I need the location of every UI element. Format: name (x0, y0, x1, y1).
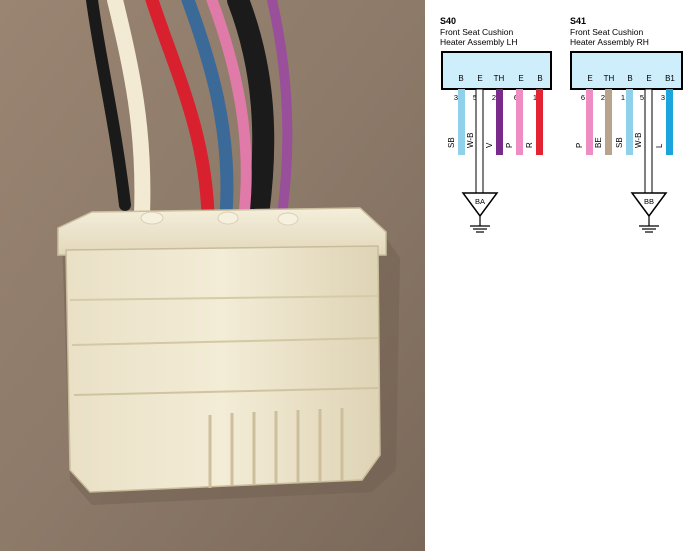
ground-ba: BA (461, 192, 499, 233)
wire-pink (206, 0, 252, 221)
pin-number: 5 (640, 93, 644, 102)
wire-color-label: P (505, 143, 514, 148)
wire-black-left (86, 0, 131, 211)
wire-red (145, 0, 215, 222)
terminal-label: B (627, 74, 632, 83)
wire-color-label: SB (447, 137, 456, 148)
pin-number: 2 (601, 93, 605, 102)
pin-number: 5 (473, 93, 477, 102)
wire-purple (267, 0, 293, 220)
wire-color-label: SB (615, 137, 624, 148)
connector-name-line1: Front Seat Cushion (440, 27, 514, 37)
wire-w-b (644, 88, 653, 194)
connector-id: S40 (440, 16, 456, 26)
wire-color-label: V (485, 142, 494, 148)
wire-r (536, 89, 543, 155)
wire-p (516, 89, 523, 155)
wire-color-label: BE (594, 137, 603, 148)
wire-bundle (86, 0, 293, 226)
ground-triangle (461, 192, 499, 218)
pin-number: 3 (454, 93, 458, 102)
wire-sb (626, 89, 633, 155)
connector-body (441, 51, 552, 90)
pin-number: 1 (533, 93, 537, 102)
ground-triangle (630, 192, 668, 218)
terminal-label: E (518, 74, 523, 83)
connector-s41: S41 Front Seat Cushion Heater Assembly R… (570, 16, 683, 233)
wiring-diagram: S40 Front Seat Cushion Heater Assembly L… (440, 16, 683, 233)
connector-name-line2: Heater Assembly LH (440, 37, 517, 47)
ground-label: BB (644, 197, 654, 206)
terminal-label: E (646, 74, 651, 83)
wire-black-thick (227, 0, 275, 226)
pin-number: 3 (661, 93, 665, 102)
wire-color-label: W-B (466, 133, 475, 148)
terminal-label: B (537, 74, 542, 83)
wire-be (605, 89, 612, 155)
connector-s40: S40 Front Seat Cushion Heater Assembly L… (440, 16, 552, 233)
connector-name-line1: Front Seat Cushion (570, 27, 644, 37)
connector-housing (57, 207, 400, 505)
terminal-label: B (458, 74, 463, 83)
wire-color-label: L (655, 143, 664, 148)
connector-photo (0, 0, 425, 551)
wire-p (586, 89, 593, 155)
ground-label: BA (475, 197, 485, 206)
connector-name-line2: Heater Assembly RH (570, 37, 649, 47)
terminal-label: E (477, 74, 482, 83)
wire-w-b (475, 88, 484, 194)
wire-color-label: P (575, 143, 584, 148)
ground-bb: BB (630, 192, 668, 233)
pin-number: 6 (514, 93, 518, 102)
wire-sb (458, 89, 465, 155)
terminal-label: TH (494, 74, 505, 83)
wire-blue (181, 0, 234, 222)
wire-color-label: W-B (634, 133, 643, 148)
connector-id: S41 (570, 16, 586, 26)
wire-white (107, 0, 151, 223)
wire-v (496, 89, 503, 155)
pin-number: 2 (492, 93, 496, 102)
connector-body (570, 51, 683, 90)
wire-color-label: R (525, 142, 534, 148)
wire-l (666, 89, 673, 155)
pin-number: 6 (581, 93, 585, 102)
terminal-label: TH (604, 74, 615, 83)
terminal-label: E (587, 74, 592, 83)
pin-number: 1 (621, 93, 625, 102)
terminal-label: B1 (665, 74, 675, 83)
